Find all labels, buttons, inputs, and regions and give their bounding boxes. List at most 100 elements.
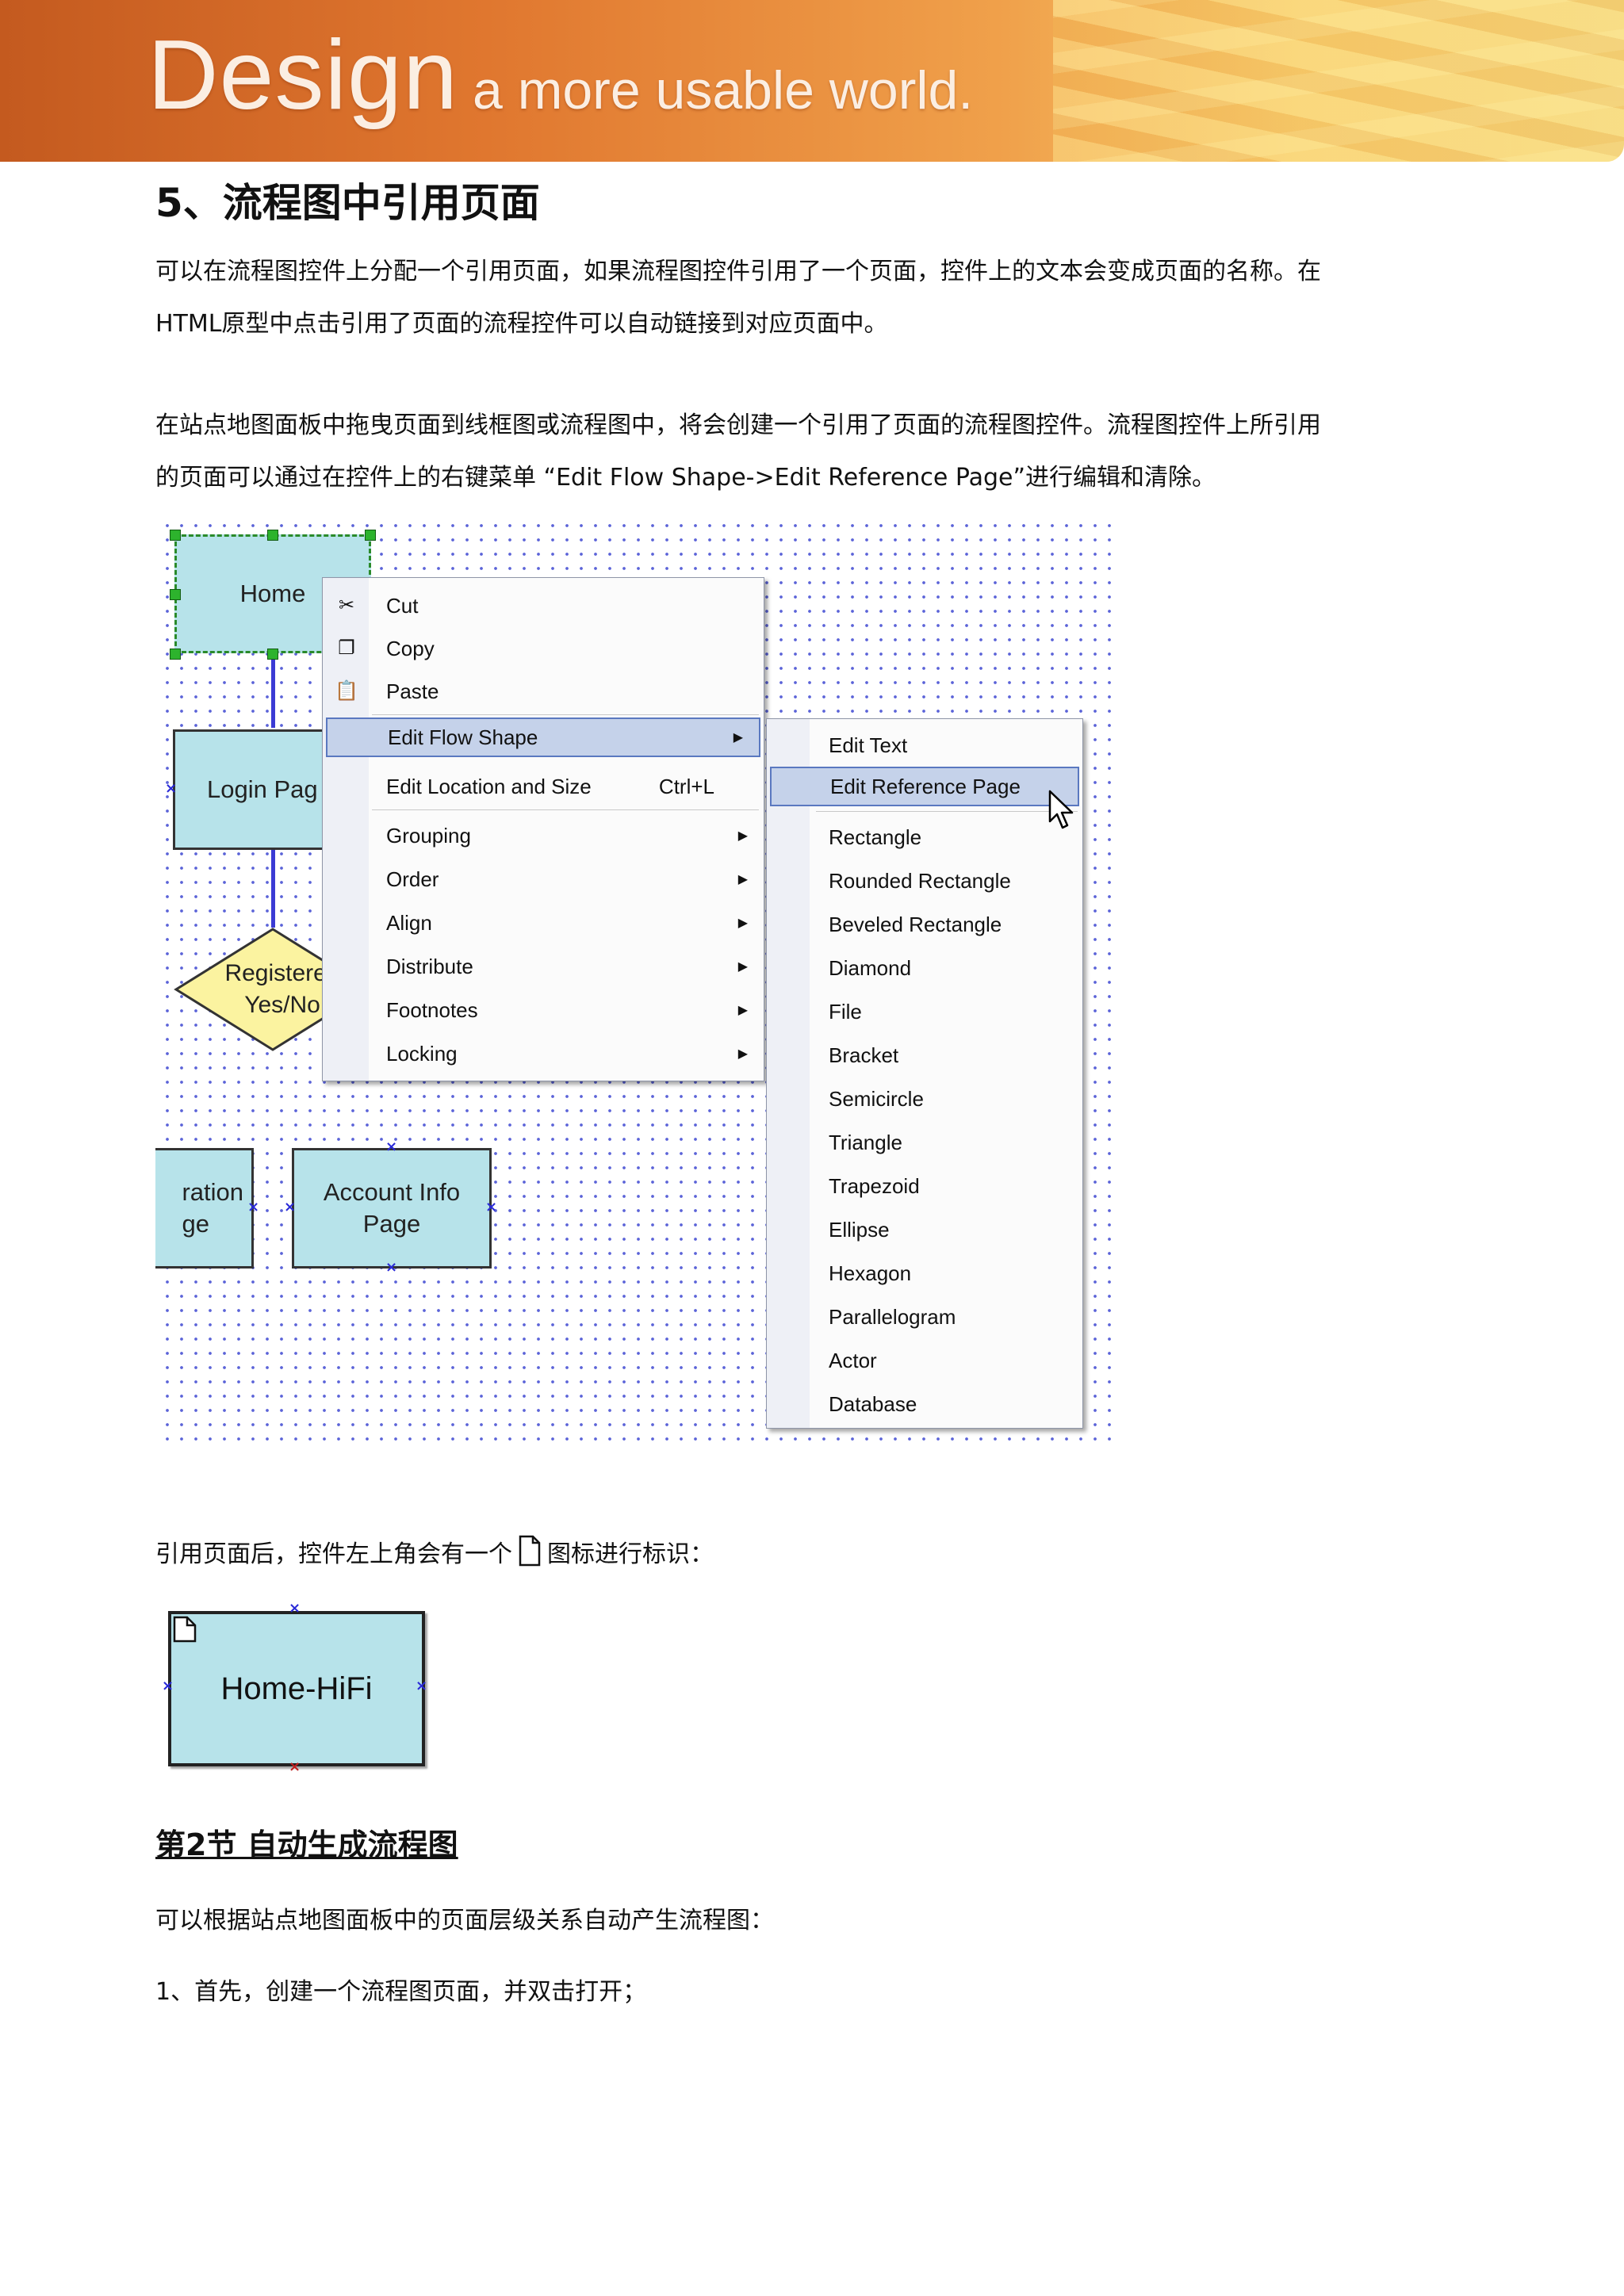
connection-point-icon: ×	[289, 1600, 301, 1617]
icon-note-before: 引用页面后，控件左上角会有一个	[155, 1540, 512, 1568]
connection-point-icon: ×	[165, 780, 178, 797]
connection-point-icon: ×	[416, 1678, 428, 1694]
submenu-item[interactable]: Parallelogram	[767, 1297, 1082, 1337]
submenu-item-label: Edit Reference Page	[830, 774, 1021, 798]
sticky-notes-image	[1053, 0, 1624, 162]
subsection-paragraph: 可以根据站点地图面板中的页面层级关系自动产生流程图：	[155, 1907, 774, 1934]
submenu-item-label: Actor	[829, 1348, 877, 1372]
paragraph-2-line-2: 的页面可以通过在控件上的右键菜单 “Edit Flow Shape->Edit …	[155, 464, 1216, 492]
connection-point-icon: ×	[162, 1678, 174, 1694]
menu-item-order-label: Order	[386, 867, 439, 891]
resize-handle[interactable]	[267, 649, 278, 660]
submenu-item-label: Rectangle	[829, 825, 922, 849]
flow-shape-login-page[interactable]: Login Pag	[173, 729, 331, 850]
menu-item-edit-flow-shape-label: Edit Flow Shape	[388, 725, 538, 749]
submenu-item[interactable]: Beveled Rectangle	[767, 905, 1082, 944]
submenu-item[interactable]: Triangle	[767, 1123, 1082, 1162]
submenu-item[interactable]: Database	[767, 1384, 1082, 1424]
menu-item-copy[interactable]: ❐ Copy	[323, 629, 764, 668]
submenu-item[interactable]: Hexagon	[767, 1253, 1082, 1293]
scissors-icon: ✂	[338, 595, 355, 616]
menu-item-edit-location-size[interactable]: Edit Location and Size Ctrl+L	[323, 767, 764, 806]
flow-shape-registration-page[interactable]: ration ge	[155, 1148, 254, 1269]
submenu-item-label: Diamond	[829, 955, 912, 980]
connection-point-icon: ×	[289, 1758, 301, 1775]
menu-item-align[interactable]: Align ▶	[323, 903, 764, 943]
submenu-arrow-icon: ▶	[737, 1047, 748, 1061]
paragraph-2-line-1: 在站点地图面板中拖曳页面到线框图或流程图中，将会创建一个引用了页面的流程图控件。…	[155, 411, 1321, 439]
mouse-cursor-icon	[1048, 790, 1074, 829]
resize-handle[interactable]	[170, 589, 181, 600]
menu-icon-strip	[767, 719, 810, 1428]
resize-handle[interactable]	[267, 530, 278, 541]
submenu-arrow-icon: ▶	[737, 916, 748, 930]
submenu-item[interactable]: File	[767, 992, 1082, 1031]
connection-point-icon: ×	[247, 1199, 260, 1215]
connection-point-icon: ×	[284, 1199, 297, 1215]
section-title: 5、流程图中引用页面	[155, 180, 540, 226]
submenu-item[interactable]: Rounded Rectangle	[767, 861, 1082, 901]
flow-shape-registered-label: Registered Yes/No	[203, 958, 362, 1021]
connector-home-login	[271, 649, 275, 728]
menu-separator	[372, 714, 759, 715]
menu-item-footnotes[interactable]: Footnotes ▶	[323, 990, 764, 1030]
step-1: 1、首先，创建一个流程图页面，并双击打开；	[155, 1978, 647, 2006]
submenu-item[interactable]: Edit Text	[767, 725, 1082, 765]
account-line-1: Account Info	[323, 1178, 461, 1206]
menu-item-locking[interactable]: Locking ▶	[323, 1034, 764, 1073]
submenu-item[interactable]: Rectangle	[767, 817, 1082, 857]
menu-item-edit-flow-shape[interactable]: Edit Flow Shape ▶	[326, 718, 760, 757]
submenu-edit-flow-shape: Edit Text Edit Reference Page Rectangle …	[766, 718, 1083, 1429]
menu-separator	[372, 809, 759, 810]
menu-item-paste[interactable]: 📋 Paste	[323, 672, 764, 711]
menu-item-footnotes-label: Footnotes	[386, 997, 478, 1022]
flow-diagram-screenshot: Home Login Pag × Registered Yes/No ratio…	[155, 514, 1113, 1449]
menu-item-locking-label: Locking	[386, 1041, 458, 1066]
flow-shape-account-info-page[interactable]: Account Info Page	[292, 1148, 492, 1269]
menu-item-grouping-label: Grouping	[386, 823, 471, 848]
submenu-item[interactable]: Semicircle	[767, 1079, 1082, 1119]
menu-item-cut[interactable]: ✂ Cut	[323, 586, 764, 626]
connection-point-icon: ×	[385, 1259, 398, 1276]
submenu-item[interactable]: Trapezoid	[767, 1166, 1082, 1206]
submenu-item-label: Trapezoid	[829, 1173, 920, 1198]
connector-login-registered	[271, 848, 275, 928]
context-menu: ✂ Cut ❐ Copy 📋 Paste Edit Flow Shape ▶ E…	[322, 577, 764, 1081]
copy-icon: ❐	[338, 637, 355, 659]
submenu-item-label: Rounded Rectangle	[829, 868, 1011, 893]
submenu-arrow-icon: ▶	[737, 1004, 748, 1017]
submenu-item-label: Triangle	[829, 1130, 902, 1154]
flow-shape-home-label: Home	[239, 580, 306, 607]
registration-line-2: ge	[182, 1210, 209, 1238]
subsection-title: 第2节 自动生成流程图	[155, 1827, 458, 1862]
submenu-item[interactable]: Ellipse	[767, 1210, 1082, 1249]
submenu-item-label: Ellipse	[829, 1217, 890, 1242]
menu-item-grouping[interactable]: Grouping ▶	[323, 816, 764, 855]
menu-item-copy-label: Copy	[386, 636, 435, 660]
banner-tagline: a more usable world.	[473, 60, 974, 121]
submenu-item-label: File	[829, 999, 862, 1024]
banner-word: Design	[147, 21, 458, 130]
menu-separator	[816, 811, 1078, 812]
submenu-item-label: Database	[829, 1391, 917, 1416]
connection-point-icon: ×	[485, 1199, 498, 1215]
menu-item-order[interactable]: Order ▶	[323, 859, 764, 899]
submenu-item[interactable]: Actor	[767, 1341, 1082, 1380]
resize-handle[interactable]	[365, 530, 376, 541]
flow-shape-home-hifi[interactable]: Home-HiFi	[168, 1611, 425, 1766]
resize-handle[interactable]	[170, 530, 181, 541]
menu-item-paste-label: Paste	[386, 679, 439, 703]
page-icon	[519, 1535, 541, 1567]
resize-handle[interactable]	[170, 649, 181, 660]
submenu-item-label: Hexagon	[829, 1261, 912, 1285]
submenu-item-label: Edit Text	[829, 733, 908, 757]
submenu-item[interactable]: Bracket	[767, 1035, 1082, 1075]
submenu-item-label: Beveled Rectangle	[829, 912, 1002, 936]
flow-shape-home-hifi-label: Home-HiFi	[220, 1670, 373, 1706]
submenu-item-label: Bracket	[829, 1043, 899, 1067]
submenu-item[interactable]: Diamond	[767, 948, 1082, 988]
submenu-item-edit-reference-page[interactable]: Edit Reference Page	[770, 767, 1079, 806]
connection-point-icon: ×	[385, 1138, 398, 1155]
menu-item-distribute[interactable]: Distribute ▶	[323, 947, 764, 986]
